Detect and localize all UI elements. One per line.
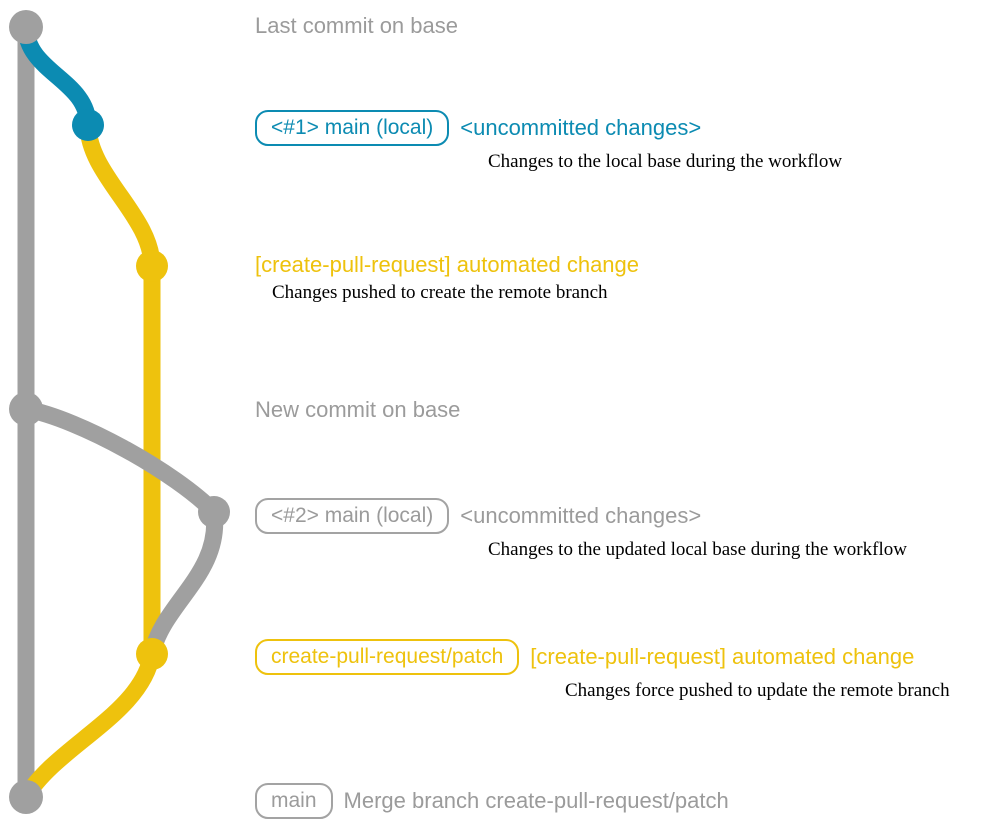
commit-message-local-2: <uncommitted changes> [460,503,702,528]
commit-message-merge: Merge branch create-pull-request/patch [343,788,729,813]
commit-message-last-commit: Last commit on base [255,13,458,38]
commit-row-merge-main: main Merge branch create-pull-request/pa… [255,783,729,819]
commit-message-automated-2: [create-pull-request] automated change [530,644,915,669]
commit-row-new-commit: New commit on base [255,398,460,422]
commit-note-local-2: Changes to the updated local base during… [488,539,907,560]
commit-note-automated-2: Changes force pushed to update the remot… [565,680,950,701]
commit-note-local-1: Changes to the local base during the wor… [488,151,843,172]
commit-row-local-2-main: <#2> main (local) <uncommitted changes> [255,498,907,534]
commit-message-automated-1: [create-pull-request] automated change [255,252,640,277]
commit-node-local-1 [72,109,104,141]
commit-row-local-1-main: <#1> main (local) <uncommitted changes> [255,110,842,146]
edge-patch2-to-merge [17,645,161,806]
commit-row-automated-2: create-pull-request/patch [create-pull-r… [255,639,950,701]
commit-node-local-2 [198,496,230,528]
branch-badge-main-local-1[interactable]: <#1> main (local) [255,110,450,146]
commit-row-last-commit: Last commit on base [255,14,458,38]
edge-local1-to-patch1 [79,116,161,275]
commit-nodes [9,10,230,814]
commit-row-automated-2-main: create-pull-request/patch [create-pull-r… [255,639,950,675]
branch-badge-create-pull-request-patch[interactable]: create-pull-request/patch [255,639,520,675]
branch-badge-main-local-2[interactable]: <#2> main (local) [255,498,450,534]
commit-node-base-last [9,10,43,44]
commit-node-base-new [9,392,43,426]
commit-node-patch-2 [136,638,168,670]
commit-row-local-2: <#2> main (local) <uncommitted changes> … [255,498,907,560]
commit-row-automated-1: [create-pull-request] automated change C… [255,253,639,304]
edge-base2-to-local2 [17,400,223,521]
commit-node-patch-1 [136,250,168,282]
commit-row-automated-1-main: [create-pull-request] automated change [255,253,639,277]
commit-message-new-commit: New commit on base [255,397,461,422]
commit-message-local-1: <uncommitted changes> [460,115,702,140]
commit-node-merge [9,780,43,814]
edge-local2-to-patch2 [143,503,224,663]
commit-row-merge: main Merge branch create-pull-request/pa… [255,783,729,819]
branch-badge-main[interactable]: main [255,783,333,819]
commit-row-local-1: <#1> main (local) <uncommitted changes> … [255,110,842,172]
commit-note-automated-1: Changes pushed to create the remote bran… [272,282,608,303]
